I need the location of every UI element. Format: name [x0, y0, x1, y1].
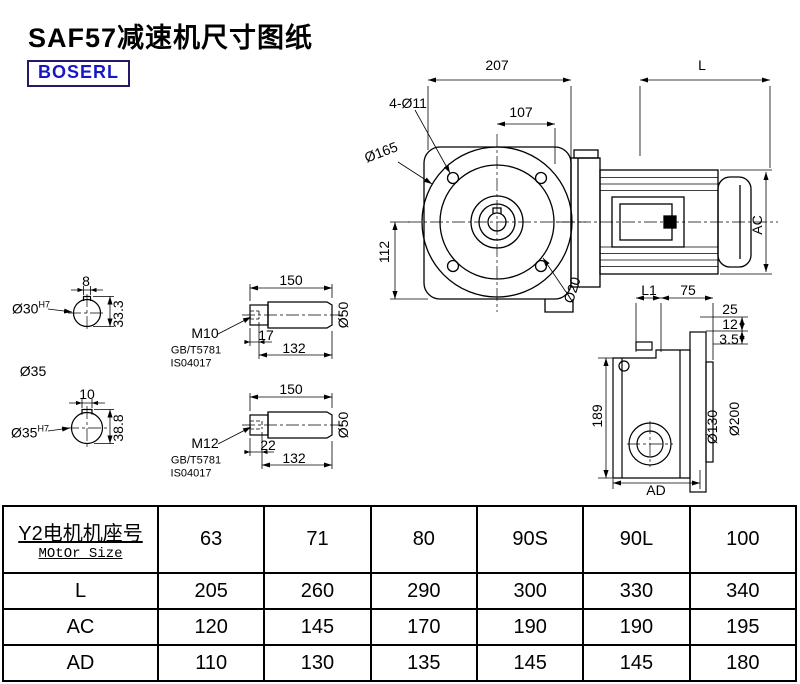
dim-107: 107 — [509, 104, 533, 120]
table-cell: 290 — [369, 572, 478, 611]
motor-view — [570, 149, 752, 288]
brand-text: BOSERL — [38, 62, 120, 82]
dim-o30h7-tol: H7 — [38, 299, 50, 310]
motor-size-header: Y2电机机座号 MOtOr Size — [2, 504, 159, 575]
shaft-end-views — [249, 301, 333, 439]
side-view — [612, 331, 714, 493]
table-cell: 145 — [263, 608, 372, 647]
page-title: SAF57减速机尺寸图纸 — [28, 23, 314, 53]
dim-75: 75 — [680, 282, 696, 298]
dim-112: 112 — [376, 240, 392, 264]
table-cell: 120 — [156, 608, 266, 647]
motor-size-header-cn: Y2电机机座号 — [18, 523, 143, 546]
dim-12: 12 — [722, 316, 738, 332]
table-cell: 90S — [475, 504, 585, 575]
dim-L1: L1 — [641, 282, 657, 298]
dim-AD: AD — [646, 482, 666, 498]
row-label: AD — [2, 644, 159, 682]
table-row-AC: AC 120 145 170 190 190 195 — [2, 608, 798, 647]
table-row-L: L 205 260 290 300 330 340 — [2, 572, 798, 611]
table-cell: 205 — [156, 572, 266, 611]
table-cell: 340 — [688, 572, 798, 611]
table-cell: 130 — [263, 644, 372, 682]
dim-o35h7: Ø35H7 — [11, 423, 49, 441]
dim-25: 25 — [722, 301, 738, 317]
table-cell: 180 — [688, 644, 798, 682]
dimension-table: Y2电机机座号 MOtOr Size 63 71 80 90S 90L 100 … — [2, 504, 798, 682]
table-cell: 170 — [369, 608, 478, 647]
small-dimension-arrows — [69, 287, 274, 455]
dimension-lines — [107, 77, 770, 486]
table-cell: 110 — [156, 644, 266, 682]
shaft1-17: 17 — [258, 327, 274, 343]
leader-lines — [47, 109, 567, 445]
dim-o30h7-value: Ø30 — [12, 300, 39, 317]
brand-logo: BOSERL — [27, 60, 131, 87]
dim-4xo11: 4-Ø11 — [389, 95, 427, 111]
shaft1-m10: M10 — [191, 325, 219, 341]
dim-o200: Ø200 — [726, 401, 742, 437]
shaft2-22: 22 — [260, 437, 276, 453]
table-cell: 300 — [475, 572, 585, 611]
table-cell: 190 — [475, 608, 585, 647]
shaft1-iso: IS04017 — [170, 357, 212, 370]
dim-189: 189 — [589, 404, 605, 428]
dim-33-3: 33.3 — [110, 300, 126, 328]
table-cell: 100 — [688, 504, 798, 575]
shaft1-132: 132 — [282, 340, 306, 356]
table-cell: 195 — [688, 608, 798, 647]
shaft2-132: 132 — [282, 450, 306, 466]
shaft2-gb: GB/T5781 — [170, 454, 222, 467]
row-label: AC — [2, 608, 159, 647]
dim-o30h7: Ø30H7 — [12, 299, 50, 317]
extension-lines — [81, 86, 772, 489]
dim-o35h7-tol: H7 — [37, 423, 49, 434]
table-cell: 145 — [475, 644, 585, 682]
table-row-AD: AD 110 130 135 145 145 180 — [2, 644, 798, 682]
table-cell: 90L — [582, 504, 691, 575]
table-cell: 135 — [369, 644, 478, 682]
table-cell: 63 — [156, 504, 266, 575]
dim-38-8: 38.8 — [110, 414, 126, 442]
table-cell: 71 — [263, 504, 372, 575]
shaft2-iso: IS04017 — [170, 467, 212, 480]
table-cell: 145 — [582, 644, 691, 682]
dim-207: 207 — [485, 57, 509, 73]
dim-o35h7-value: Ø35 — [11, 424, 38, 441]
dim-L: L — [698, 57, 706, 73]
dim-10: 10 — [79, 386, 95, 402]
dim-o130: Ø130 — [704, 409, 720, 445]
motor-size-header-en: MOtOr Size — [38, 546, 123, 563]
shaft1-o50: Ø50 — [335, 301, 351, 329]
center-lines — [66, 134, 778, 467]
dim-o35: Ø35 — [19, 363, 47, 379]
front-view — [421, 146, 574, 313]
shaft2-150: 150 — [279, 381, 303, 397]
row-label: L — [2, 572, 159, 611]
table-cell: 80 — [369, 504, 478, 575]
shaft1-150: 150 — [279, 272, 303, 288]
drawing-linework — [47, 77, 778, 493]
table-cell: 190 — [582, 608, 691, 647]
table-cell: 330 — [582, 572, 691, 611]
shaft2-m12: M12 — [191, 435, 219, 451]
dim-AC: AC — [749, 215, 765, 235]
table-row-motor-size: Y2电机机座号 MOtOr Size 63 71 80 90S 90L 100 — [2, 504, 798, 575]
shaft1-gb: GB/T5781 — [170, 344, 222, 357]
dim-3-5: 3.5 — [719, 331, 739, 347]
dim-8: 8 — [82, 273, 90, 289]
table-cell: 260 — [263, 572, 372, 611]
shaft2-o50: Ø50 — [335, 411, 351, 439]
